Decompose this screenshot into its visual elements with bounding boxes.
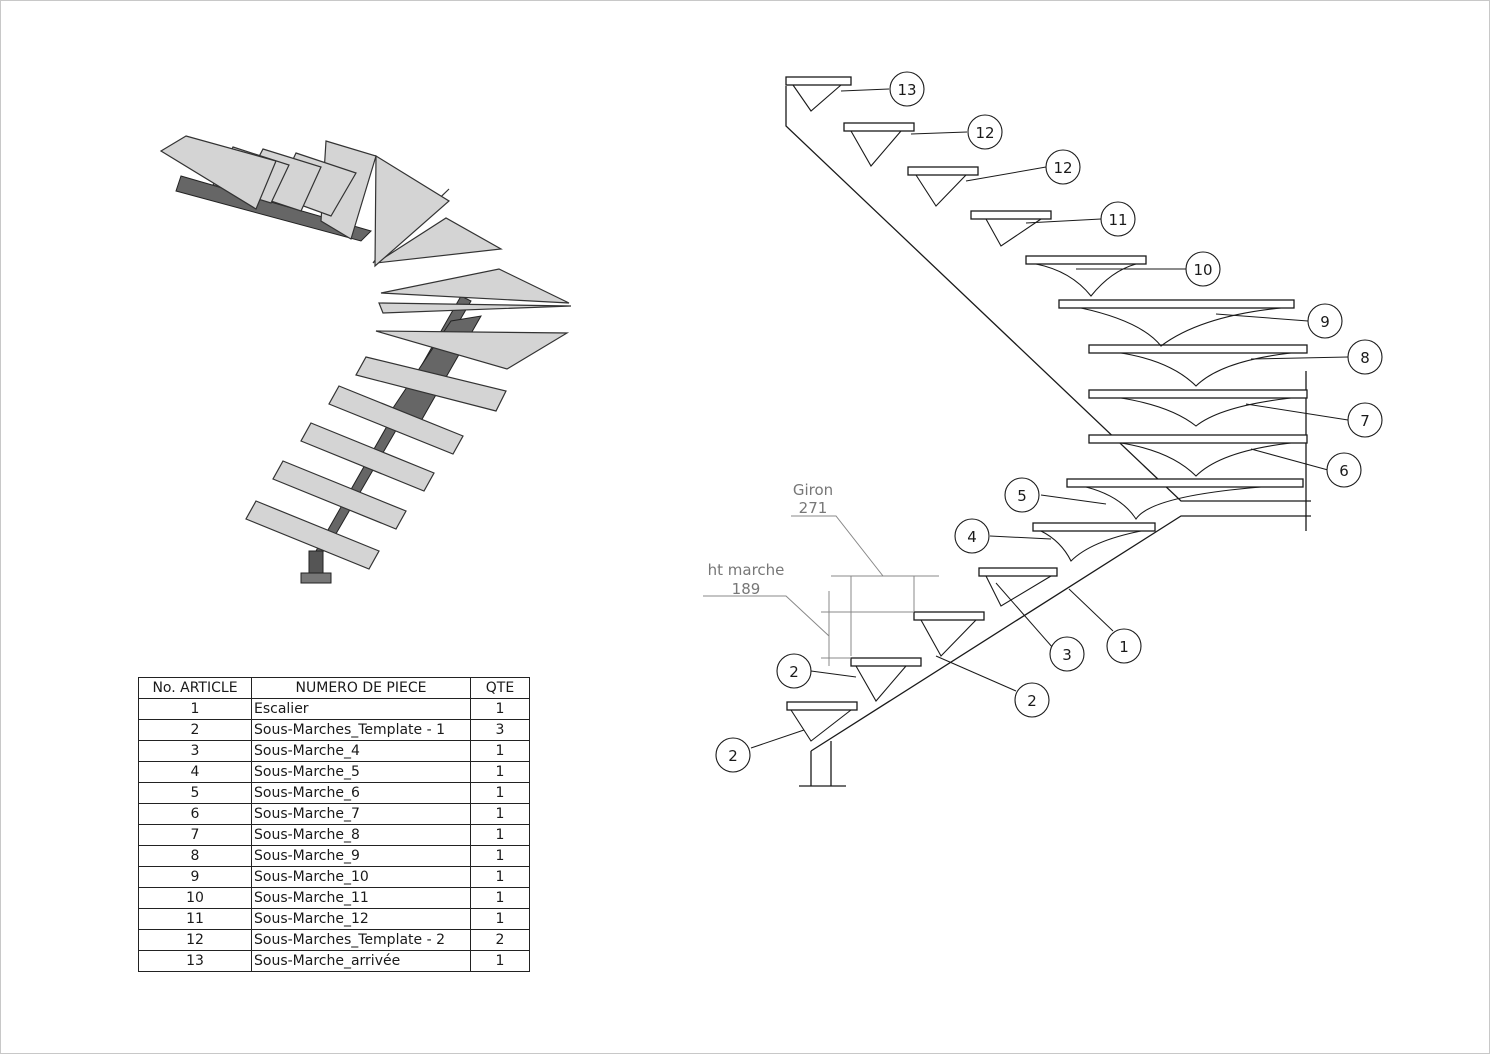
iso-support-column <box>300 550 332 584</box>
bom-header-article: No. ARTICLE <box>138 677 252 699</box>
bom-part: Sous-Marches_Template - 1 <box>251 719 471 741</box>
balloon-9: 9 <box>1320 313 1330 331</box>
bom-part: Escalier <box>251 698 471 720</box>
balloon-11: 11 <box>1108 211 1127 229</box>
side-stringer <box>785 86 1311 787</box>
bom-article: 12 <box>138 929 252 951</box>
iso-lower-flight-treads <box>245 356 507 570</box>
bom-part: Sous-Marche_10 <box>251 866 471 888</box>
dimension-giron <box>791 515 939 656</box>
bom-header-qty: QTE <box>470 677 530 699</box>
bom-article: 8 <box>138 845 252 867</box>
balloon-12-a: 12 <box>975 124 994 142</box>
bom-article: 6 <box>138 803 252 825</box>
bom-part: Sous-Marche_7 <box>251 803 471 825</box>
bom-qty: 1 <box>470 950 530 972</box>
bom-qty: 1 <box>470 761 530 783</box>
bom-qty: 1 <box>470 698 530 720</box>
bom-qty: 1 <box>470 908 530 930</box>
balloon-3: 3 <box>1062 646 1072 664</box>
bom-qty: 1 <box>470 824 530 846</box>
balloon-7: 7 <box>1360 412 1370 430</box>
bom-article: 3 <box>138 740 252 762</box>
bom-part: Sous-Marche_5 <box>251 761 471 783</box>
bom-part: Sous-Marche_12 <box>251 908 471 930</box>
balloon-8: 8 <box>1360 349 1370 367</box>
iso-upper-flight-treads <box>159 135 377 240</box>
balloon-5: 5 <box>1017 487 1027 505</box>
bom-qty: 3 <box>470 719 530 741</box>
dimension-ht-marche-label: ht marche <box>708 561 785 579</box>
balloon-13: 13 <box>897 81 916 99</box>
bom-qty: 1 <box>470 740 530 762</box>
bom-article: 9 <box>138 866 252 888</box>
balloon-labels: 13 12 12 11 10 9 8 7 6 5 4 3 2 2 2 1 <box>728 81 1370 765</box>
bom-article: 2 <box>138 719 252 741</box>
balloon-6: 6 <box>1339 462 1349 480</box>
bom-part: Sous-Marche_arrivée <box>251 950 471 972</box>
bom-article: 5 <box>138 782 252 804</box>
bom-part: Sous-Marche_9 <box>251 845 471 867</box>
dimension-giron-value: 271 <box>799 499 828 517</box>
bom-qty: 1 <box>470 845 530 867</box>
isometric-stair-view <box>159 135 572 584</box>
balloon-2-c: 2 <box>728 747 738 765</box>
balloon-2-b: 2 <box>789 663 799 681</box>
bom-article: 1 <box>138 698 252 720</box>
balloon-4: 4 <box>967 528 977 546</box>
bom-article: 4 <box>138 761 252 783</box>
balloon-10: 10 <box>1193 261 1212 279</box>
bom-qty: 1 <box>470 803 530 825</box>
dimension-ht-marche-value: 189 <box>732 580 761 598</box>
bom-part: Sous-Marche_8 <box>251 824 471 846</box>
balloon-2-a: 2 <box>1027 692 1037 710</box>
bom-header-part-number: NUMERO DE PIECE <box>251 677 471 699</box>
bom-part: Sous-Marche_6 <box>251 782 471 804</box>
balloon-leaders <box>750 88 1349 749</box>
bom-article: 11 <box>138 908 252 930</box>
balloons <box>715 71 1383 773</box>
side-treads <box>785 76 1308 711</box>
bom-qty: 1 <box>470 866 530 888</box>
dimension-giron-label: Giron <box>793 481 833 499</box>
bom-article: 7 <box>138 824 252 846</box>
bom-header-row: No. ARTICLE NUMERO DE PIECE QTE <box>138 677 530 699</box>
bom-article: 13 <box>138 950 252 972</box>
side-sub-tread-brackets <box>790 84 1292 742</box>
bom-article: 10 <box>138 887 252 909</box>
bom-qty: 2 <box>470 929 530 951</box>
iso-winder-treads <box>372 154 572 370</box>
bom-part: Sous-Marche_4 <box>251 740 471 762</box>
bom-qty: 1 <box>470 782 530 804</box>
dimension-ht-marche <box>703 591 914 666</box>
balloon-12-b: 12 <box>1053 159 1072 177</box>
bom-part: Sous-Marche_11 <box>251 887 471 909</box>
bom-part: Sous-Marches_Template - 2 <box>251 929 471 951</box>
balloon-1: 1 <box>1119 638 1129 656</box>
bom-qty: 1 <box>470 887 530 909</box>
